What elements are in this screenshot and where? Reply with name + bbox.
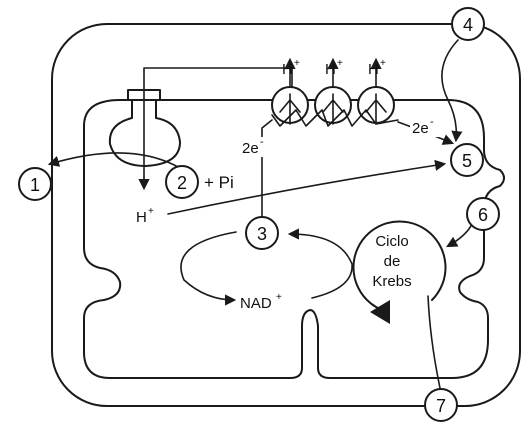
- electron-path-from-3: [262, 120, 272, 218]
- number-7: 7: [425, 389, 457, 421]
- svg-text:5: 5: [462, 151, 472, 171]
- outer-membrane: [52, 24, 520, 406]
- h-plus-label-matrix: H +: [136, 206, 154, 226]
- arrow-label-4: [442, 40, 458, 140]
- svg-text:+: +: [294, 58, 300, 69]
- svg-text:H: H: [282, 61, 293, 78]
- nad-cycle-lower: [181, 232, 236, 300]
- krebs-cycle-arrowhead: [370, 300, 390, 324]
- two-electrons-label-left: 2e -: [240, 136, 274, 157]
- svg-text:2e: 2e: [242, 140, 259, 157]
- svg-text:2e: 2e: [412, 120, 429, 137]
- svg-text:+: +: [337, 58, 343, 69]
- proton-return-path: [144, 68, 292, 188]
- svg-text:NAD: NAD: [240, 295, 272, 312]
- svg-text:3: 3: [257, 224, 267, 244]
- number-6: 6: [467, 198, 499, 230]
- krebs-cycle-label: Ciclo de Krebs: [372, 233, 411, 290]
- number-5: 5: [451, 144, 483, 176]
- svg-text:Ciclo: Ciclo: [375, 233, 408, 250]
- svg-text:-: -: [430, 116, 434, 128]
- svg-text:4: 4: [463, 15, 473, 35]
- inner-membrane: [84, 100, 504, 378]
- nad-cycle-upper: [290, 234, 352, 298]
- svg-text:H: H: [368, 61, 379, 78]
- arrow-label-7: [428, 296, 440, 388]
- svg-text:+: +: [380, 58, 386, 69]
- svg-text:de: de: [384, 253, 401, 270]
- number-3: 3: [246, 217, 278, 249]
- number-4: 4: [452, 8, 484, 40]
- h-plus-label-pump-3: H +: [368, 58, 386, 78]
- number-2: 2: [166, 166, 198, 198]
- pi-label: + Pi: [204, 173, 234, 192]
- nad-label: NAD +: [240, 292, 282, 312]
- svg-text:H: H: [136, 209, 147, 226]
- svg-text:+: +: [148, 206, 154, 217]
- svg-text:1: 1: [30, 175, 40, 195]
- svg-text:+: +: [276, 292, 282, 303]
- h-plus-label-pump-2: H +: [325, 58, 343, 78]
- svg-text:7: 7: [436, 396, 446, 416]
- svg-text:2: 2: [177, 173, 187, 193]
- arrow-label-6: [448, 224, 472, 246]
- two-electrons-label-right: 2e -: [410, 116, 444, 137]
- svg-text:H: H: [325, 61, 336, 78]
- svg-text:-: -: [260, 136, 264, 148]
- svg-text:6: 6: [478, 205, 488, 225]
- h-plus-label-pump-1: H +: [282, 58, 300, 78]
- number-1: 1: [19, 168, 51, 200]
- svg-text:Krebs: Krebs: [372, 273, 411, 290]
